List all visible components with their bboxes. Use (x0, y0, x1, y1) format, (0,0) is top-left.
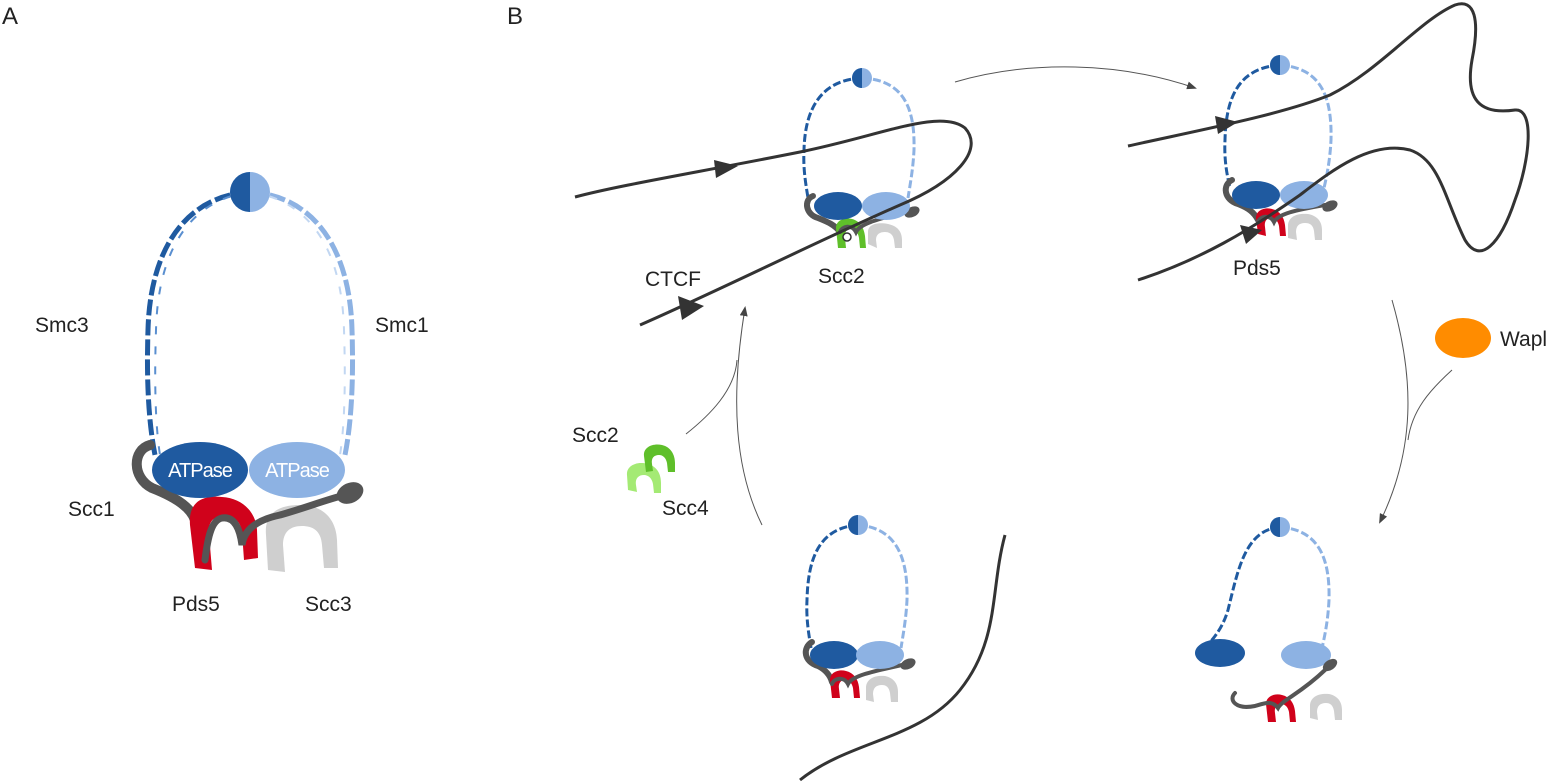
scc1-middle (201, 491, 349, 564)
wapl-protein (1435, 318, 1491, 358)
pds5-label-b: Pds5 (1233, 257, 1281, 280)
dna-strand-loading (574, 119, 973, 327)
scc1-label: Scc1 (68, 498, 115, 521)
wapl-arrow (1407, 369, 1453, 441)
scc2-scc4-loader (626, 444, 675, 493)
ctcf-arrow (678, 296, 704, 320)
panel-b-cycle: CTCF Scc2 Pds5 (572, 2, 1547, 782)
cohesin-pds5-complex (1222, 55, 1338, 240)
pds5-label: Pds5 (172, 593, 220, 616)
scc2-loading-label: Scc2 (818, 265, 865, 288)
wapl-label: Wapl (1500, 328, 1547, 351)
panel-a-letter: A (2, 3, 18, 30)
dna-direction-arrow-2 (1215, 116, 1238, 134)
smc3-arm (144, 189, 251, 456)
dna-direction-arrow-1 (714, 160, 738, 178)
cycle-arrow-right (1379, 299, 1409, 524)
scc3-label: Scc3 (305, 593, 352, 616)
smc1-arm (249, 189, 356, 456)
smc3-label: Smc3 (35, 314, 89, 337)
dna-loop-extruded (1127, 2, 1530, 282)
panel-a-cohesin: ATPase ATPase Smc3 Smc1 Scc1 Pds5 Scc3 (35, 172, 429, 616)
cohesin-free-complex (802, 515, 916, 702)
cohesin-loading-complex (802, 68, 920, 248)
cycle-arrow-left (736, 306, 763, 526)
scc2-free-label: Scc2 (572, 424, 619, 447)
dna-direction-arrow-3 (1240, 225, 1262, 244)
loader-arrow (685, 359, 738, 435)
ctcf-label: CTCF (645, 268, 701, 291)
smc1-atpase-head (249, 442, 345, 498)
panel-b-letter: B (507, 3, 523, 30)
hinge (230, 172, 270, 212)
smc3-atpase-head (152, 442, 248, 498)
atpase-label-right: ATPase (265, 460, 330, 482)
smc1-label: Smc1 (375, 314, 429, 337)
cohesin-released-complex (1195, 517, 1342, 722)
atpase-label-left: ATPase (168, 460, 233, 482)
scc3-shape (265, 505, 338, 572)
scc4-label: Scc4 (662, 497, 709, 520)
dna-free-strand (799, 534, 1007, 782)
cycle-arrow-top (954, 66, 1197, 90)
scc1-c-terminus (336, 482, 364, 504)
